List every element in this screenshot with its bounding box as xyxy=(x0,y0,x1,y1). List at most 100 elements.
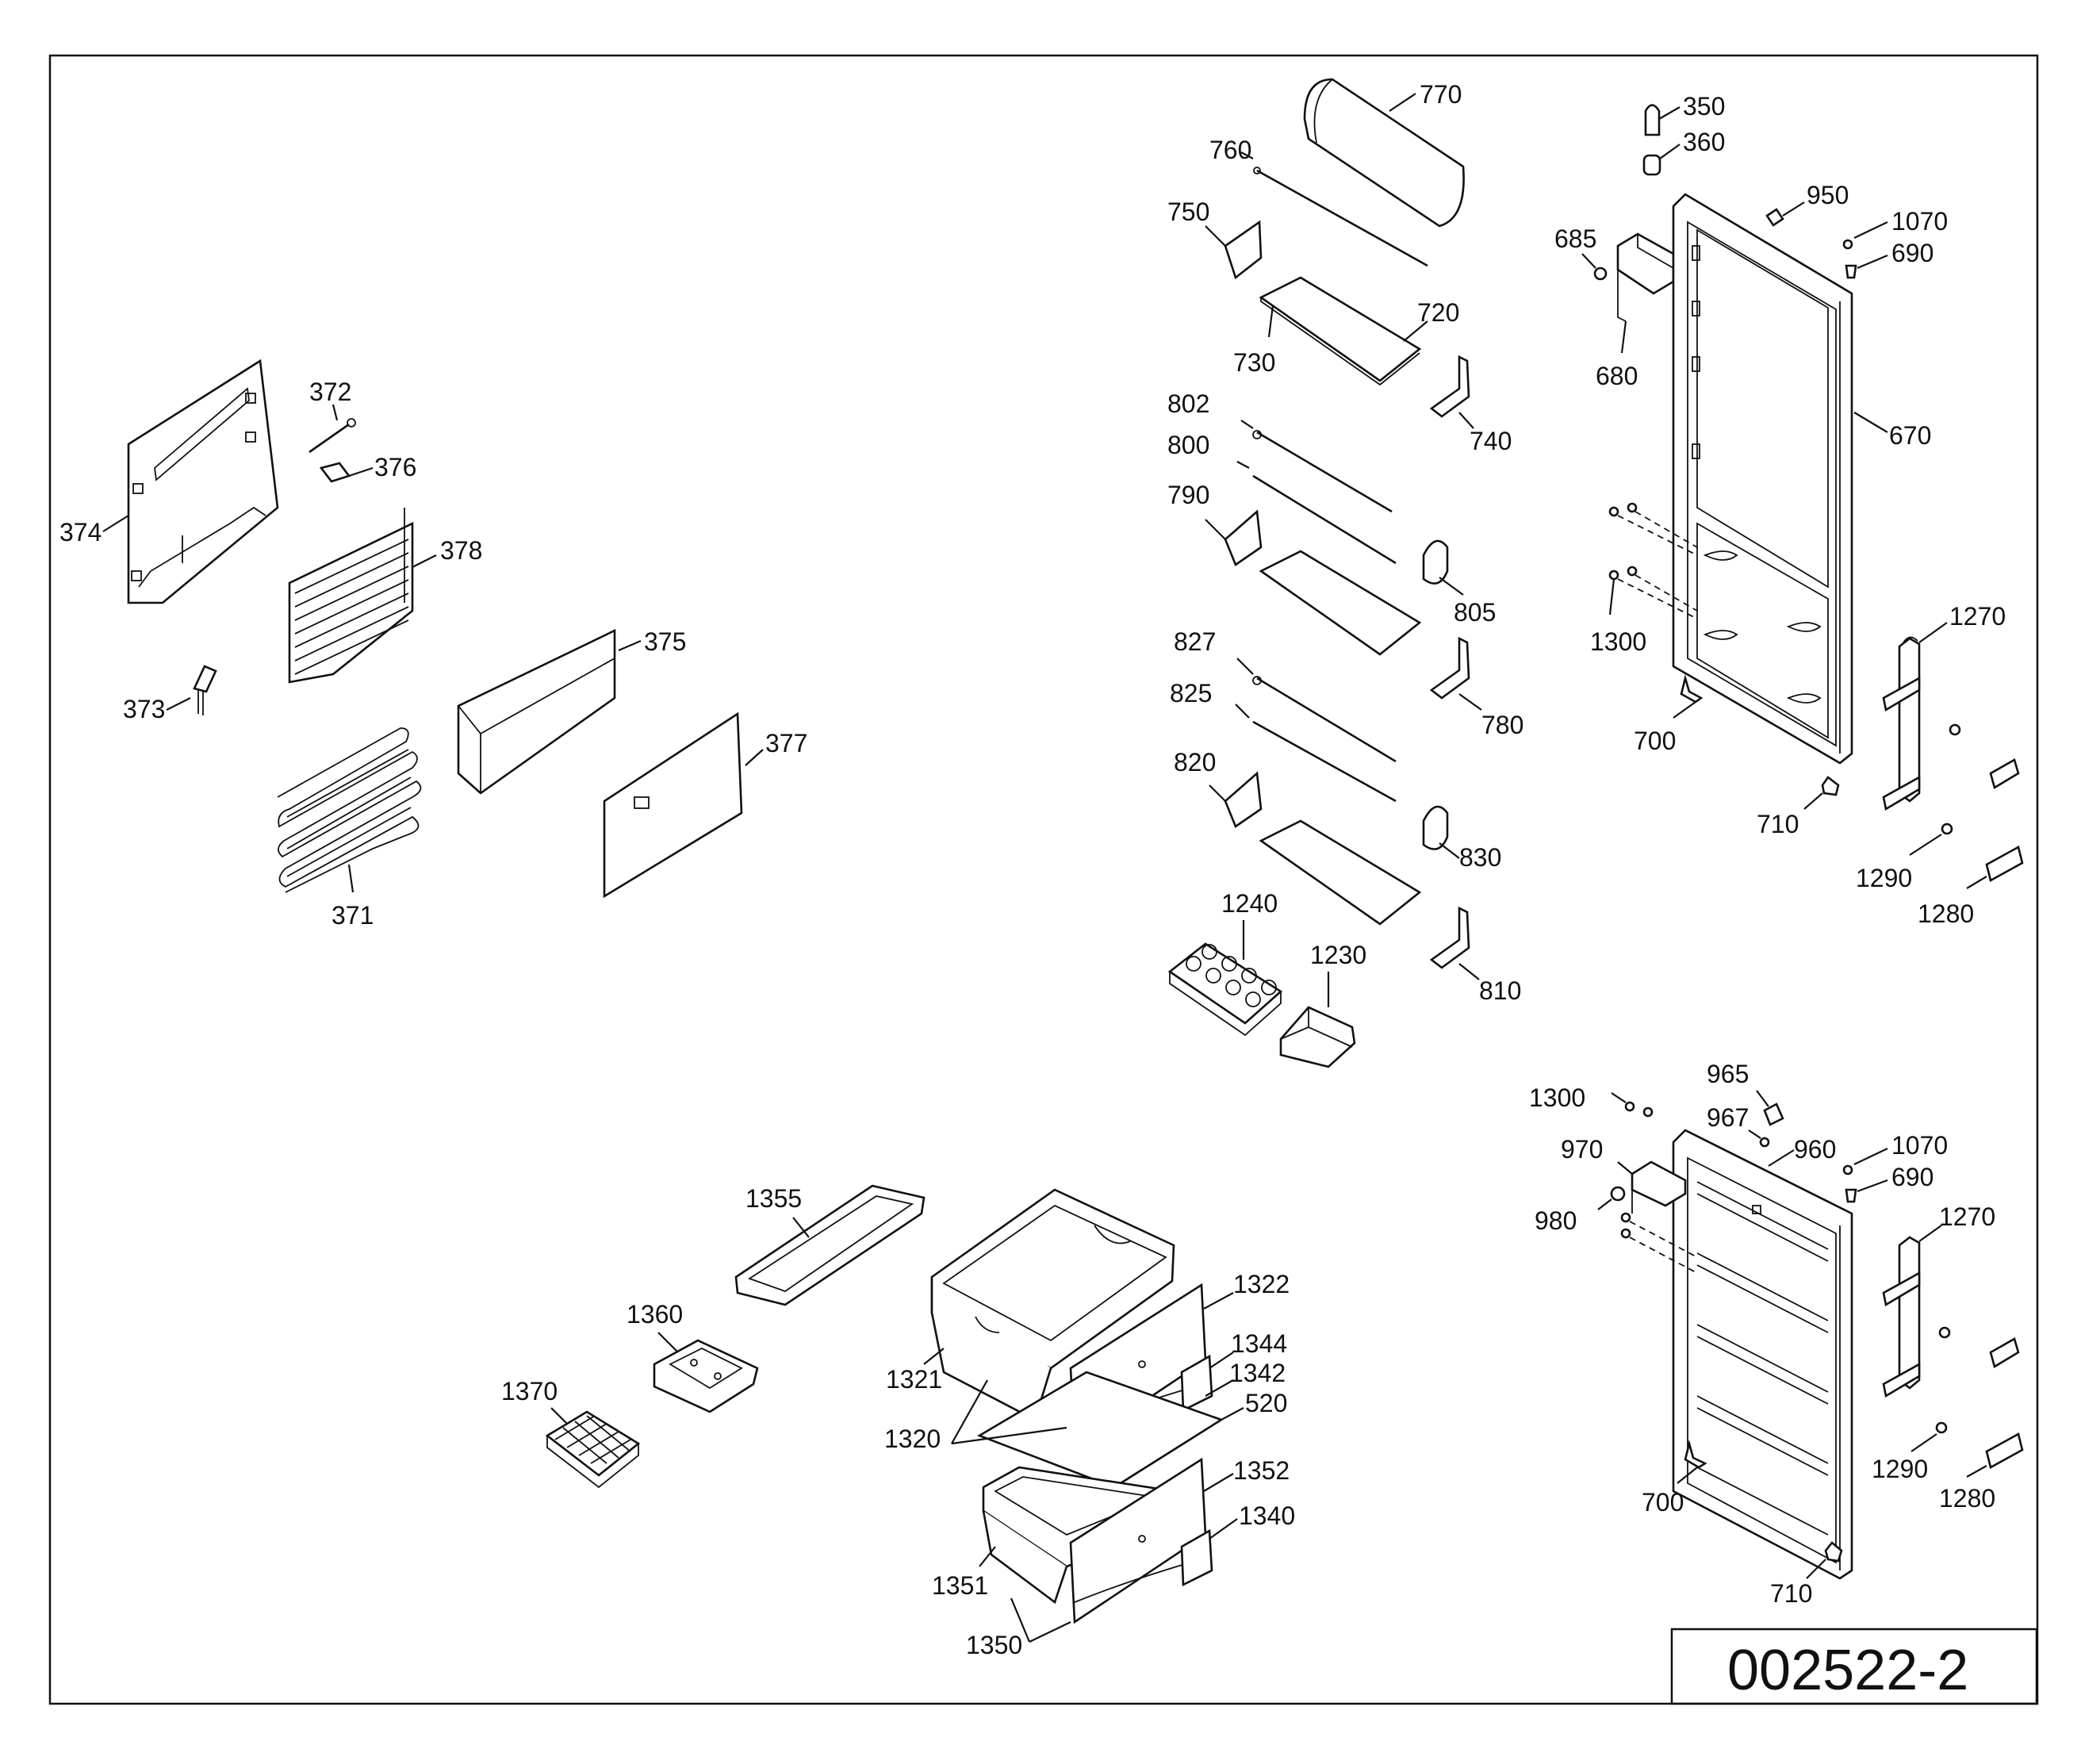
part-1360-ice-tray xyxy=(653,1339,759,1413)
label-827: 827 xyxy=(1174,627,1216,656)
part-1355-tray xyxy=(734,1184,926,1306)
label-690b: 690 xyxy=(1891,1163,1933,1191)
label-1344: 1344 xyxy=(1231,1329,1287,1358)
freezer-drawers-group: 1355 1360 1370 1321 xyxy=(501,1184,1295,1659)
part-800-rod xyxy=(1252,474,1397,565)
label-520: 520 xyxy=(1245,1389,1287,1417)
part-378-evaporator-coil xyxy=(288,508,414,684)
part-376-block xyxy=(319,462,351,483)
label-377: 377 xyxy=(765,729,807,757)
label-700a: 700 xyxy=(1634,727,1676,755)
label-760: 760 xyxy=(1209,136,1251,164)
part-965-tab xyxy=(1763,1102,1784,1126)
part-1230-butter-dish xyxy=(1279,1006,1356,1068)
drawing-code: 002522-2 xyxy=(1727,1639,1968,1702)
part-371-heater-wire xyxy=(277,727,422,893)
label-376: 376 xyxy=(374,453,416,481)
part-1340-clip xyxy=(1180,1528,1213,1587)
part-1270-hinge xyxy=(1882,636,1921,811)
part-372-rod xyxy=(309,423,350,454)
label-1280a: 1280 xyxy=(1918,899,1974,928)
part-1370-ice-grid xyxy=(545,1410,641,1489)
label-1270a: 1270 xyxy=(1949,602,2006,631)
label-1230: 1230 xyxy=(1310,941,1366,969)
part-shelf-lower xyxy=(1259,819,1422,926)
label-780: 780 xyxy=(1481,711,1523,739)
part-820-bracket xyxy=(1224,771,1263,828)
label-810: 810 xyxy=(1479,976,1521,1005)
part-1270-hinge-lower xyxy=(1882,1236,1921,1398)
label-965: 965 xyxy=(1707,1060,1749,1088)
part-950-tab xyxy=(1765,208,1784,227)
label-690a: 690 xyxy=(1891,239,1933,267)
label-1320: 1320 xyxy=(884,1425,941,1453)
label-1342: 1342 xyxy=(1229,1359,1286,1387)
label-378: 378 xyxy=(440,536,482,565)
label-802: 802 xyxy=(1167,389,1209,418)
label-360: 360 xyxy=(1683,128,1725,156)
label-1370: 1370 xyxy=(501,1377,558,1405)
part-690-screw xyxy=(1845,264,1857,279)
label-1321: 1321 xyxy=(886,1365,942,1394)
label-1070a: 1070 xyxy=(1891,207,1948,236)
part-350-hinge-pin xyxy=(1644,104,1661,136)
label-830: 830 xyxy=(1459,843,1501,872)
drawing-code-box: 002522-2 xyxy=(1670,1628,2038,1705)
part-1070-cap xyxy=(1842,239,1853,250)
label-1340: 1340 xyxy=(1239,1501,1295,1530)
label-790: 790 xyxy=(1167,481,1209,509)
fridge-door-group: 350 360 950 1070 690 685 680 xyxy=(1554,92,2024,928)
part-827-rod xyxy=(1256,677,1397,763)
part-825-rod xyxy=(1252,720,1397,803)
label-680: 680 xyxy=(1596,362,1638,390)
label-1300b: 1300 xyxy=(1529,1083,1585,1112)
label-1350: 1350 xyxy=(966,1631,1022,1659)
label-710a: 710 xyxy=(1757,810,1799,838)
part-shelf-middle xyxy=(1259,550,1422,656)
label-1290b: 1290 xyxy=(1872,1455,1928,1483)
label-375: 375 xyxy=(644,627,686,656)
part-700-stop xyxy=(1680,674,1704,704)
part-1344-clip xyxy=(1180,1354,1213,1413)
part-1290-screw xyxy=(1941,823,1953,835)
part-780-bracket xyxy=(1429,636,1470,700)
part-805-clip xyxy=(1422,539,1449,585)
part-360-bushing xyxy=(1642,154,1661,176)
part-720-glass-shelf xyxy=(1259,276,1422,386)
label-1360: 1360 xyxy=(627,1300,683,1329)
part-685-screw xyxy=(1593,267,1608,281)
label-1322: 1322 xyxy=(1233,1270,1290,1298)
label-374: 374 xyxy=(59,518,102,546)
part-1321-upper-drawer xyxy=(930,1188,1175,1421)
label-970: 970 xyxy=(1561,1135,1603,1164)
part-760-rod xyxy=(1256,169,1428,267)
part-710-stop xyxy=(1821,776,1840,796)
part-377-cover-panel xyxy=(603,711,743,899)
label-950: 950 xyxy=(1807,181,1849,209)
label-371: 371 xyxy=(332,901,374,930)
label-800: 800 xyxy=(1167,431,1209,459)
label-1300a: 1300 xyxy=(1590,627,1646,656)
part-980-screw xyxy=(1610,1186,1626,1202)
label-372: 372 xyxy=(309,378,351,406)
label-1070b: 1070 xyxy=(1891,1131,1948,1160)
part-740-bracket xyxy=(1429,355,1470,418)
part-802-rod xyxy=(1256,431,1393,513)
label-720: 720 xyxy=(1417,298,1459,327)
label-1290a: 1290 xyxy=(1856,864,1912,892)
part-1300-screws xyxy=(1608,502,1698,619)
label-1351: 1351 xyxy=(932,1571,988,1600)
part-375-cover-panel xyxy=(457,628,616,795)
label-770: 770 xyxy=(1420,80,1462,109)
part-1240-egg-tray xyxy=(1167,942,1283,1037)
label-740: 740 xyxy=(1470,427,1512,455)
freezer-door-group: 965 1300 967 960 1070 690 970 xyxy=(1529,1060,2024,1608)
label-670: 670 xyxy=(1889,421,1931,450)
label-373: 373 xyxy=(123,695,165,723)
part-770-top-cover xyxy=(1303,78,1465,228)
label-960: 960 xyxy=(1794,1135,1836,1164)
part-373-clip xyxy=(193,665,217,693)
part-1280-cover xyxy=(1985,846,2024,882)
label-350: 350 xyxy=(1683,92,1725,121)
